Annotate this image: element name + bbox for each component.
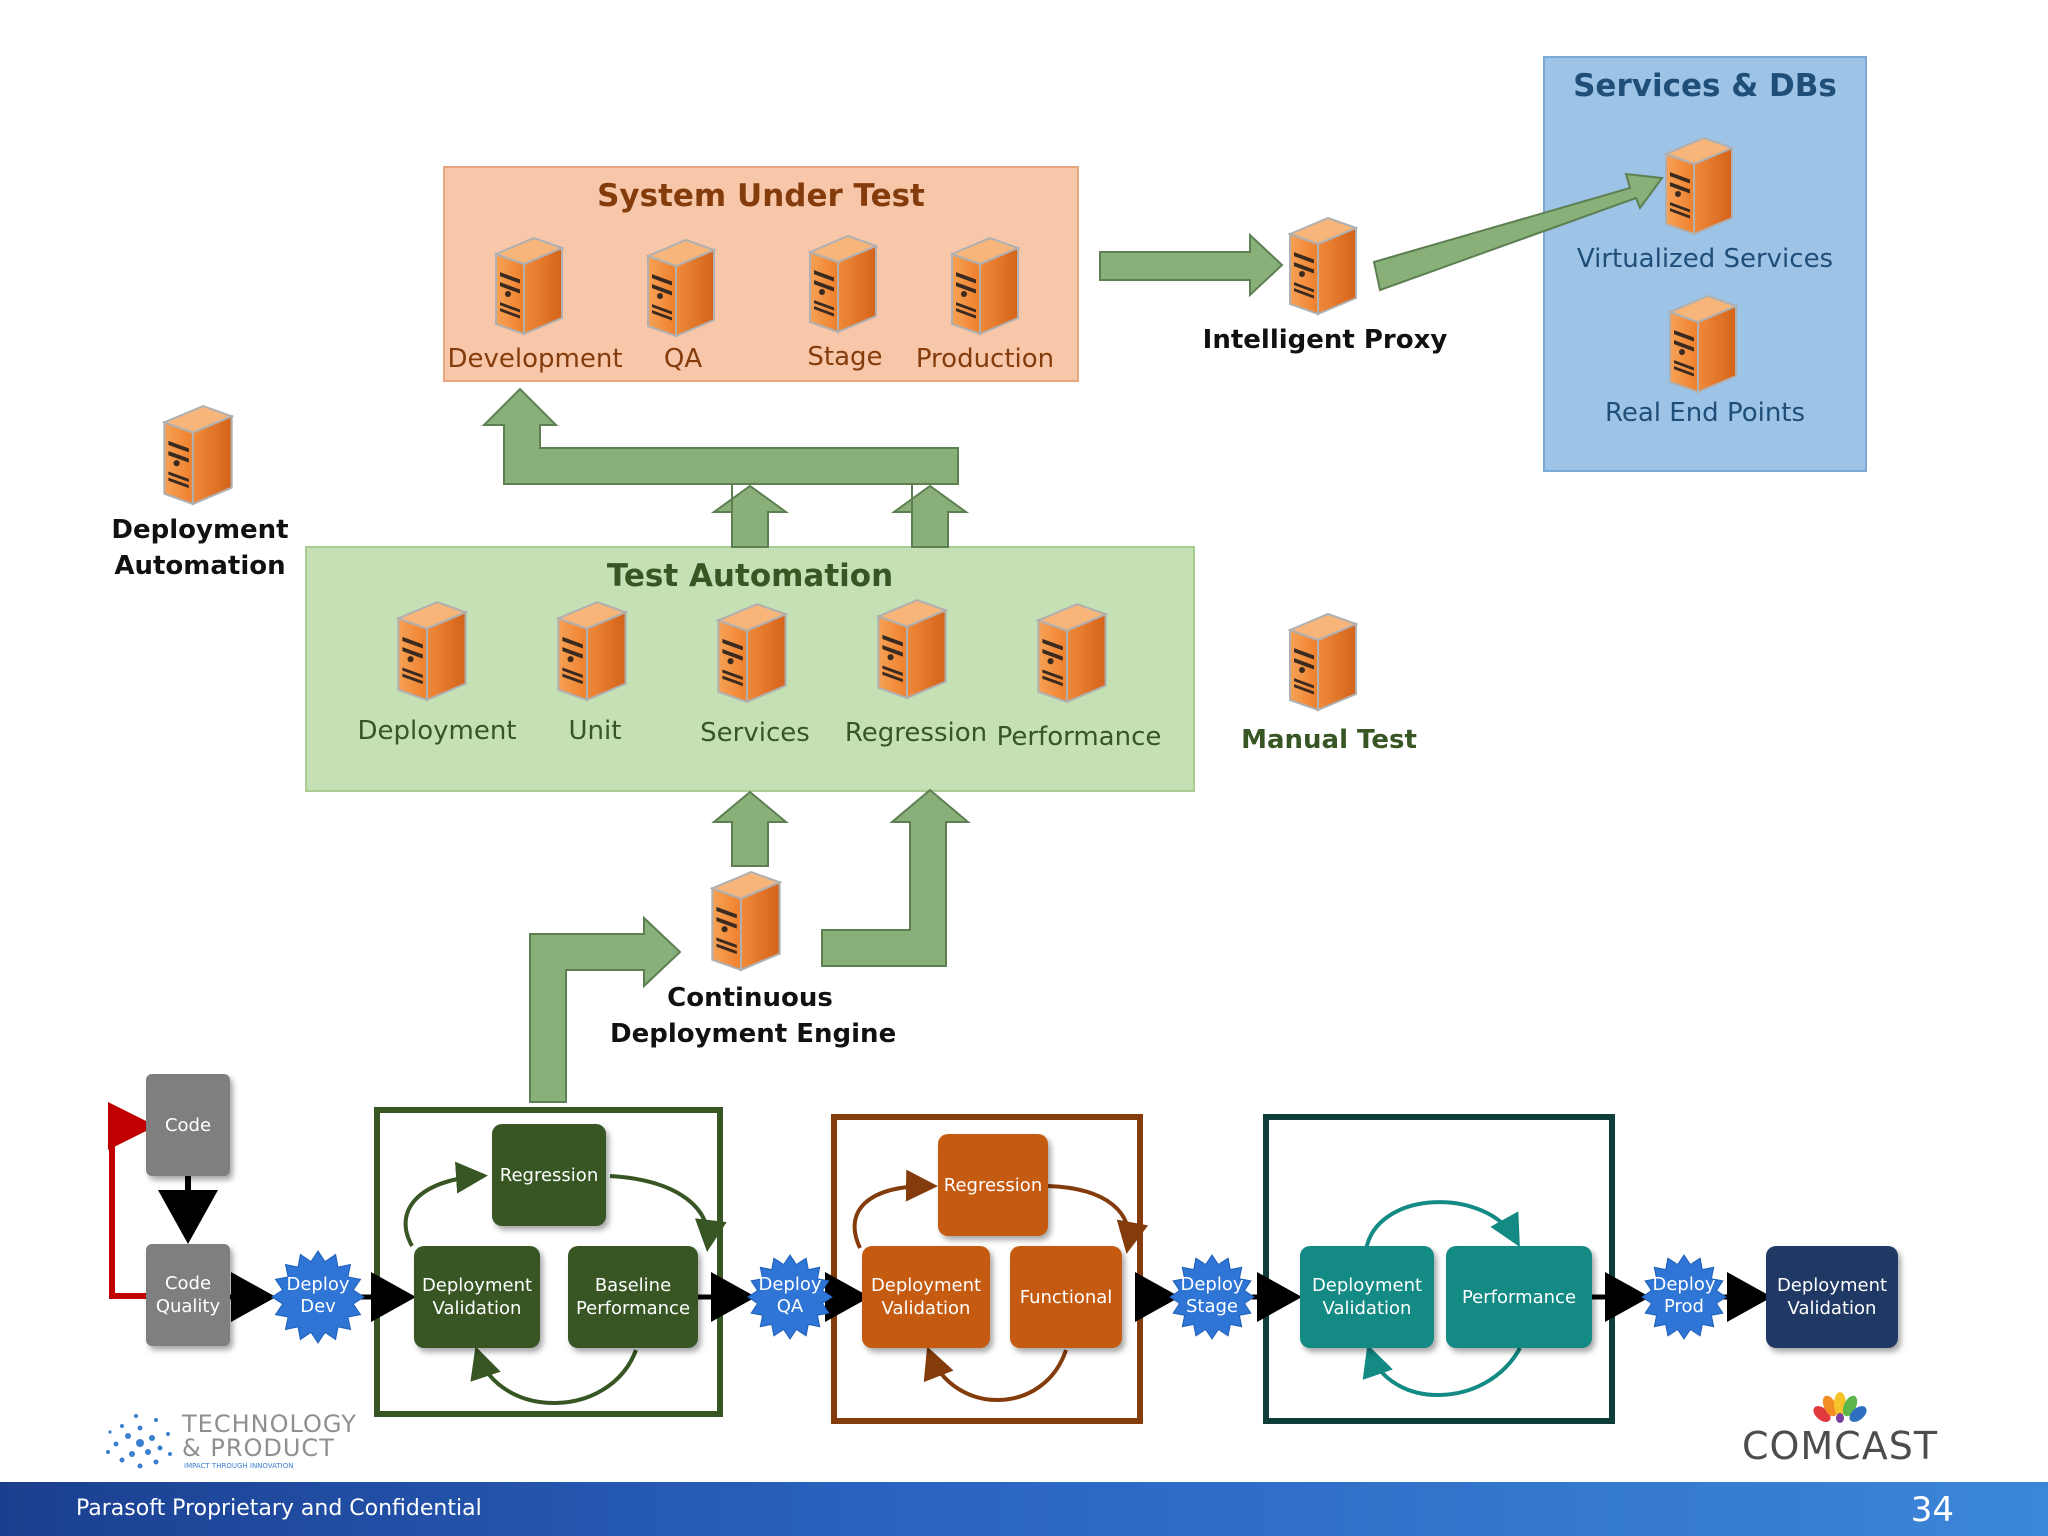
test-label-deployment: Deployment <box>357 716 517 746</box>
comcast-logo: COMCAST <box>1730 1392 1950 1472</box>
deployment-automation-label: Deployment Automation <box>111 515 289 581</box>
manual-test-label: Manual Test <box>1241 725 1417 755</box>
stage-performance-node: Performance <box>1446 1246 1592 1348</box>
test-label-unit: Unit <box>568 716 622 746</box>
dev-regression-node: Regression <box>492 1124 606 1226</box>
test-label-services: Services <box>700 718 810 748</box>
test-automation-title: Test Automation <box>606 558 894 594</box>
services-dbs-title: Services & DBs <box>1573 68 1837 104</box>
qa-regression-node: Regression <box>938 1134 1048 1236</box>
footer-bar: Parasoft Proprietary and Confidential 34 <box>0 1482 2048 1536</box>
technology-swirl-icon <box>106 1414 172 1469</box>
server-label-qa: QA <box>663 344 703 374</box>
server-label-stage: Stage <box>807 342 883 372</box>
dev-group-frame <box>374 1107 723 1417</box>
intelligent-proxy-label: Intelligent Proxy <box>1202 325 1448 355</box>
virtualized-services-label: Virtualized Services <box>1576 244 1834 274</box>
flow-arrows <box>481 172 1664 1103</box>
continuous-deployment-engine-label: Continuous Deployment Engine <box>610 983 897 1049</box>
real-end-points-label: Real End Points <box>1604 398 1806 428</box>
code-node: Code <box>146 1074 230 1176</box>
system-under-test-title: System Under Test <box>597 178 925 214</box>
qa-functional-node: Functional <box>1010 1246 1122 1348</box>
test-label-regression: Regression <box>844 718 988 748</box>
server-label-production: Production <box>915 344 1055 374</box>
footer-confidential-text: Parasoft Proprietary and Confidential <box>76 1496 482 1521</box>
qa-group-frame <box>831 1114 1143 1424</box>
stage-group-frame <box>1263 1114 1615 1424</box>
page-number: 34 <box>1910 1490 1954 1530</box>
services-dbs-box <box>1543 56 1867 472</box>
test-label-performance: Performance <box>996 722 1162 752</box>
deploy-bursts <box>271 1250 1727 1344</box>
peacock-icon <box>1813 1392 1867 1423</box>
server-label-development: Development <box>447 344 623 374</box>
technology-product-logo: TECHNOLOGY & PRODUCT IMPACT THROUGH INNO… <box>100 1408 360 1478</box>
